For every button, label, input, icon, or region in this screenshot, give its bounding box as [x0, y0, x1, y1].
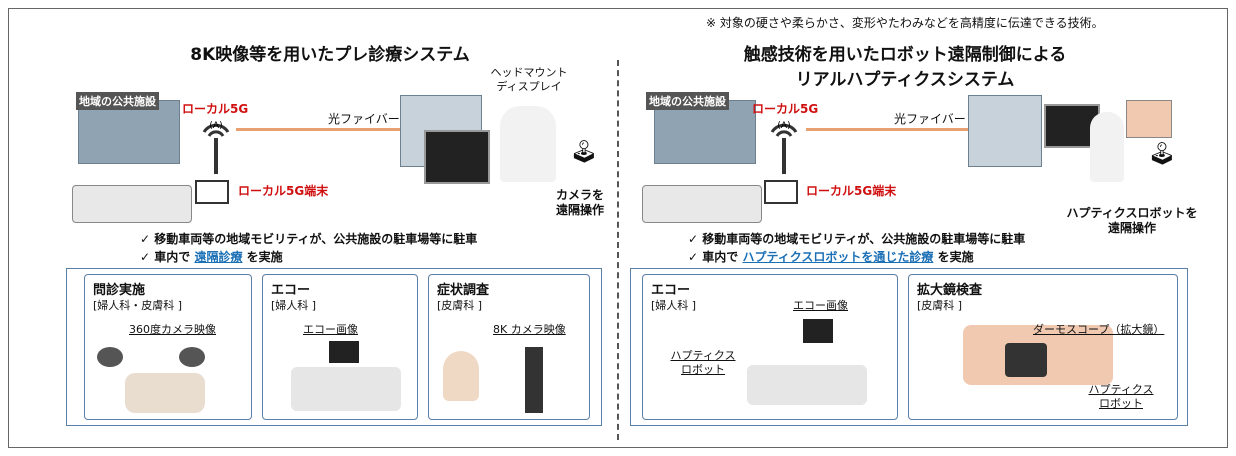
panel-haptic-echo: エコー [婦人科 ] エコー画像 ハプティクスロボット	[642, 274, 898, 420]
panel-symptom: 症状調査 [皮膚科 ] 8K カメラ映像	[428, 274, 590, 420]
terminal-label: ローカル5G端末	[806, 182, 896, 199]
left-title: 8K映像等を用いたプレ診療システム	[110, 40, 550, 65]
camera-eye-icon	[97, 347, 123, 367]
terminal-icon	[764, 180, 798, 204]
8k-camera-illustration	[525, 347, 543, 413]
local5g-label: ローカル5G	[752, 100, 818, 117]
monitor-illustration	[424, 130, 490, 184]
mobile-clinic-vehicle	[72, 185, 192, 223]
camera-eye-icon	[179, 347, 205, 367]
panel-interview: 問診実施 [婦人科・皮膚科 ] 360度カメラ映像	[84, 274, 252, 420]
consultation-illustration	[125, 373, 205, 413]
panel-dept: [皮膚科 ]	[917, 297, 962, 313]
right-bullet-1: ✓ 移動車両等の地域モビリティが、公共施設の駐車場等に駐車	[688, 230, 1025, 247]
panel-dept: [婦人科 ]	[651, 297, 696, 313]
patient-illustration	[443, 351, 479, 401]
skin-closeup-illustration	[1126, 100, 1172, 138]
right-title: 触感技術を用いたロボット遠隔制御による リアルハプティクスシステム	[660, 40, 1150, 90]
echo-monitor-icon	[803, 319, 833, 343]
facility-label: 地域の公共施設	[76, 92, 159, 110]
haptic-echo-illustration	[747, 365, 867, 405]
joystick-icon: 🕹	[1148, 142, 1176, 167]
panel-caption: ダーモスコープ（拡大鏡）	[1033, 321, 1164, 337]
panel-caption: 8K カメラ映像	[493, 321, 566, 337]
fiber-label: 光ファイバー	[328, 110, 400, 127]
left-bullet-1: ✓ 移動車両等の地域モビリティが、公共施設の駐車場等に駐車	[140, 230, 477, 247]
haptic-robot-label: ハプティクスロボット	[1081, 383, 1161, 411]
svg-text:(A): (A)	[209, 121, 222, 131]
local5g-label: ローカル5G	[182, 100, 248, 117]
panel-dept: [婦人科 ]	[271, 297, 316, 313]
hospital-illustration	[968, 95, 1042, 167]
fiber-line	[236, 128, 410, 131]
terminal-icon	[195, 180, 229, 204]
echo-monitor-icon	[329, 341, 359, 363]
mobile-clinic-vehicle	[642, 185, 762, 223]
footnote: ※ 対象の硬さや柔らかさ、変形やたわみなどを高精度に伝達できる技術。	[706, 14, 1104, 31]
fiber-label: 光ファイバー	[894, 110, 966, 127]
panel-dept: [婦人科・皮膚科 ]	[93, 297, 182, 313]
svg-text:(A): (A)	[777, 121, 790, 131]
panel-title: 問診実施	[93, 279, 145, 298]
camera-remote-label: カメラを遠隔操作	[548, 188, 612, 218]
terminal-label: ローカル5G端末	[238, 182, 328, 199]
panel-dermoscopy: 拡大鏡検査 [皮膚科 ] ダーモスコープ（拡大鏡） ハプティクスロボット	[908, 274, 1178, 420]
antenna-icon: (A)	[766, 112, 802, 178]
dermoscope-illustration	[1005, 343, 1047, 377]
panel-title: 拡大鏡検査	[917, 279, 982, 298]
section-divider	[617, 60, 619, 440]
joystick-icon: 🕹	[570, 140, 598, 165]
panel-caption: エコー画像	[793, 297, 848, 313]
panel-caption: エコー画像	[303, 321, 358, 337]
doctor-hmd-illustration	[500, 106, 556, 182]
doctor-illustration	[1090, 112, 1124, 182]
panel-dept: [皮膚科 ]	[437, 297, 482, 313]
left-bullet-2: ✓ 車内で 遠隔診療 を実施	[140, 248, 283, 265]
panel-title: 症状調査	[437, 279, 489, 298]
right-bullet-2: ✓ 車内で ハプティクスロボットを通じた診療 を実施	[688, 248, 974, 265]
antenna-icon: (A)	[198, 112, 234, 178]
hmd-label: ヘッドマウントディスプレイ	[484, 66, 574, 94]
facility-label: 地域の公共施設	[646, 92, 729, 110]
panel-caption: 360度カメラ映像	[129, 321, 216, 337]
haptic-robot-label: ハプティクスロボット	[665, 349, 741, 377]
panel-echo: エコー [婦人科 ] エコー画像	[262, 274, 418, 420]
fiber-line	[806, 128, 972, 131]
robot-remote-label: ハプティクスロボットを遠隔操作	[1064, 206, 1200, 236]
panel-title: エコー	[271, 279, 310, 298]
echo-exam-illustration	[291, 367, 401, 411]
panel-title: エコー	[651, 279, 690, 298]
